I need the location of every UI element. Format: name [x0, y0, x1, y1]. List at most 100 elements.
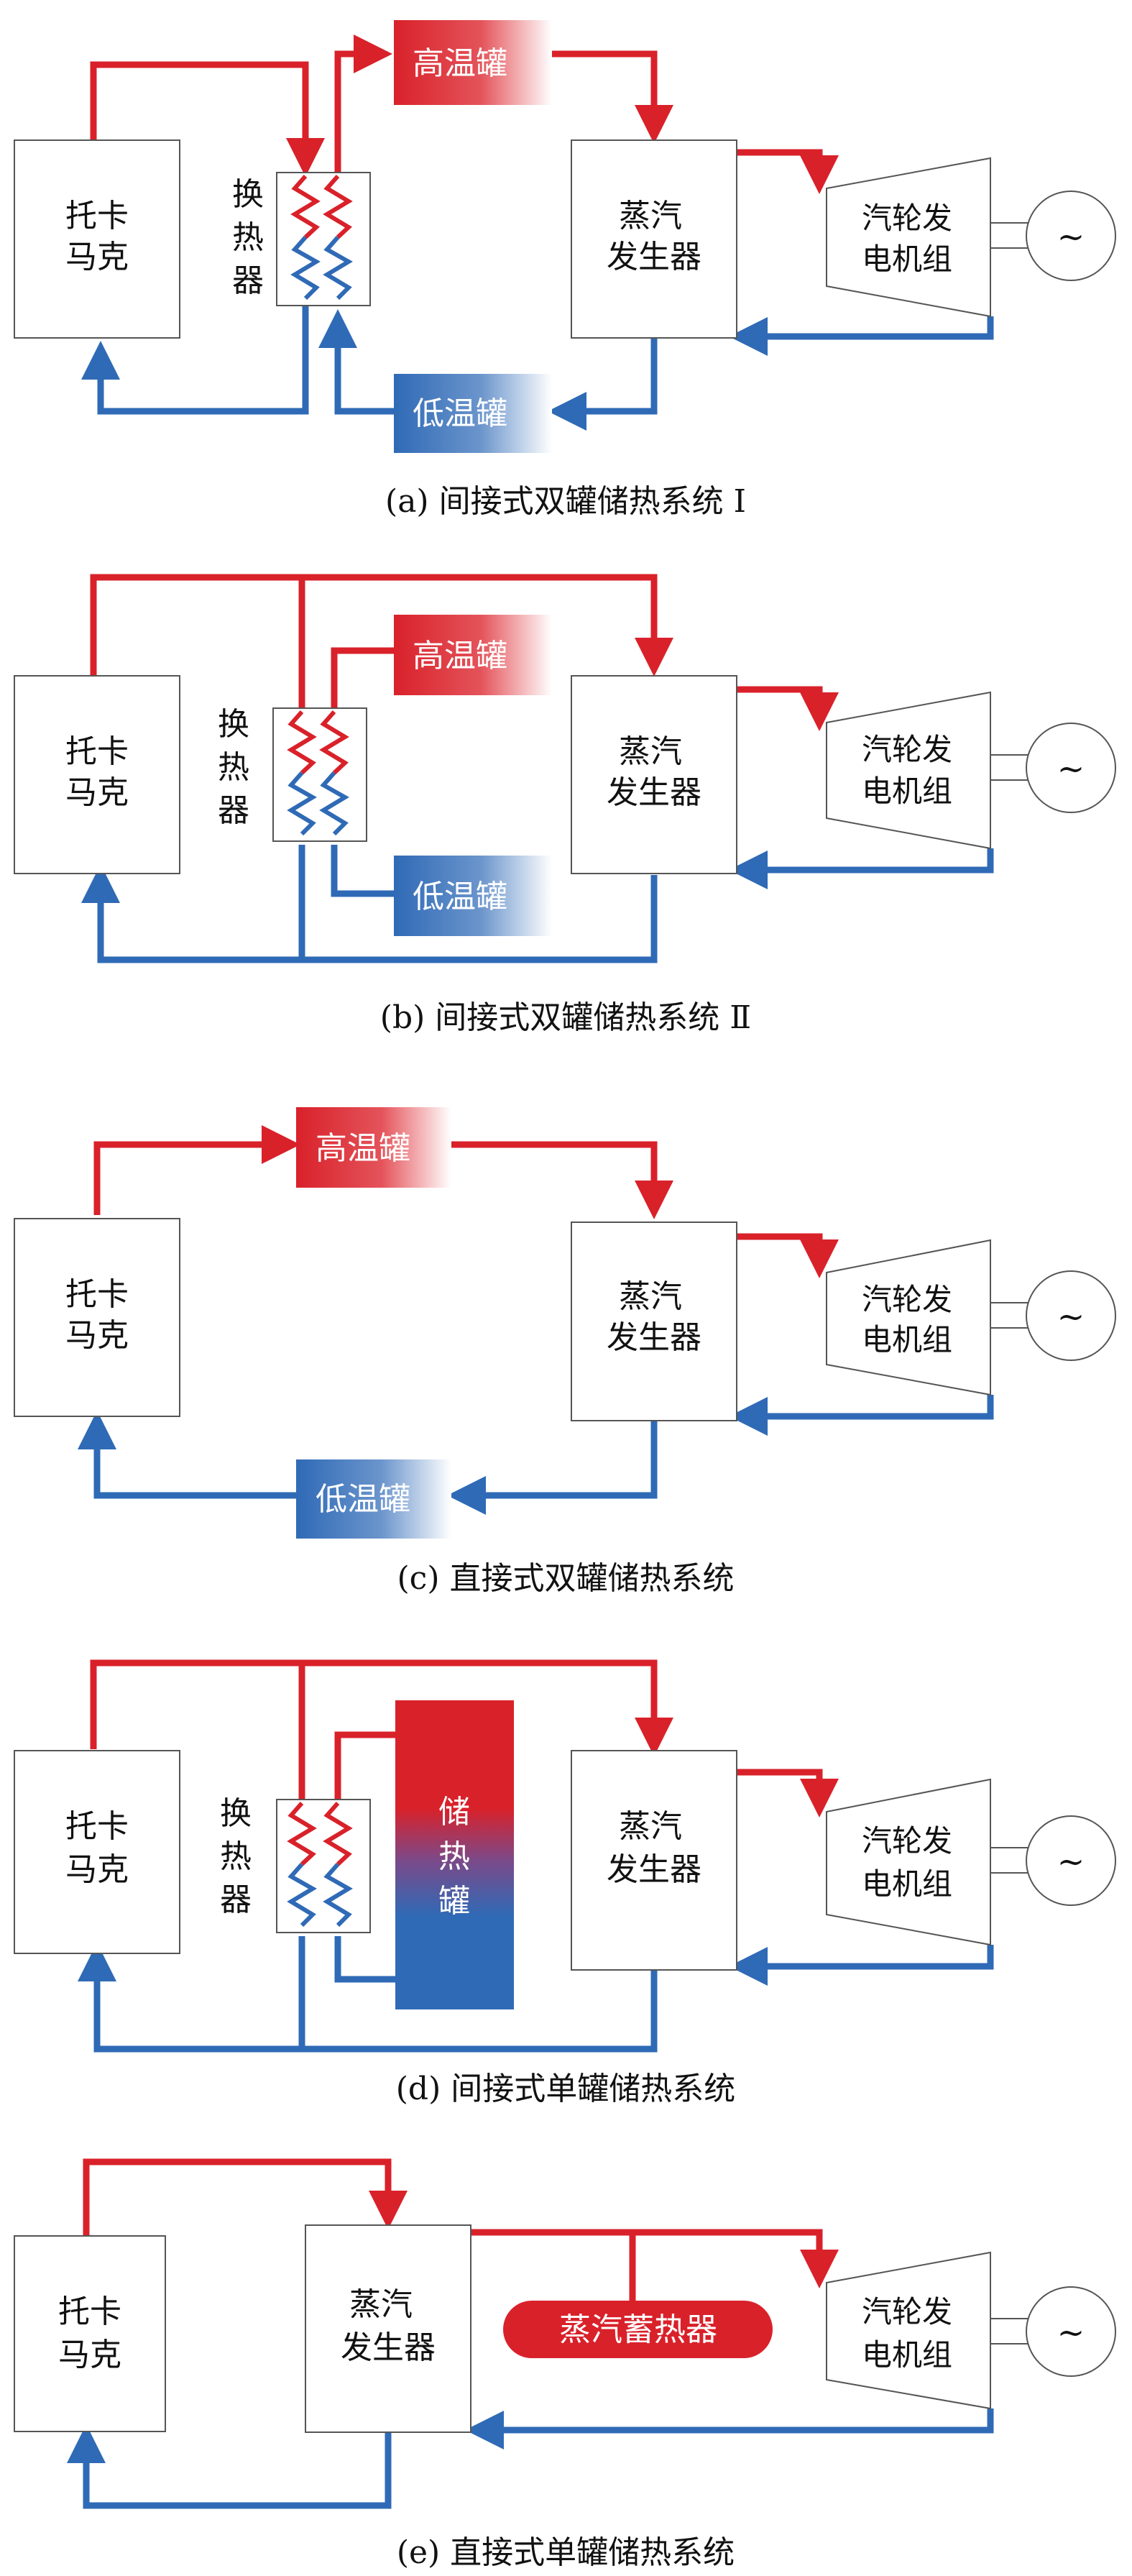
hot-pipe-tokamak-up [90, 574, 673, 677]
tokamak-box [14, 1218, 180, 1417]
hx-label-2: 热 [220, 1838, 252, 1875]
single-tank-label-2: 热 [438, 1838, 470, 1875]
single-tank-label-1: 储 [438, 1794, 470, 1830]
tokamak-label-1: 托卡 [65, 198, 129, 234]
hx-coil-left-hot [287, 1802, 317, 1866]
single-storage-tank [395, 1700, 514, 2009]
tokamak-box [14, 2235, 166, 2432]
turbine-label-1: 汽轮发 [862, 1823, 952, 1858]
heat-exchanger-box [276, 172, 371, 306]
sg-label-1: 蒸汽 [619, 733, 682, 770]
steam-pipe-sg-to-turbine [737, 149, 839, 194]
cold-pipe-turbine-return [465, 2408, 994, 2449]
hot-tank [394, 20, 552, 105]
cold-pipe-sg-to-cold-tank [447, 1421, 658, 1515]
cold-tank-label: 低温罐 [413, 395, 507, 432]
tokamak-label-1: 托卡 [58, 2293, 121, 2330]
hot-pipe-tokamak-to-hot-tank [93, 1125, 300, 1215]
hot-tank-label: 高温罐 [413, 45, 507, 82]
hot-pipe-hx-to-hot-tank [331, 647, 394, 717]
hx-coil-right-hot [323, 175, 353, 239]
hot-pipe-tokamak-to-hx [90, 61, 325, 177]
cold-tank [296, 1459, 451, 1539]
generator-circle [1026, 723, 1116, 813]
hot-pipe-tokamak-to-sg [83, 2158, 408, 2236]
tokamak-label-2: 马克 [65, 774, 129, 811]
cold-pipe-hx-to-tokamak [81, 295, 309, 415]
turbine-trapezoid [826, 1778, 991, 1946]
hx-label-1: 换 [232, 176, 264, 213]
tokamak-label-2: 马克 [58, 2337, 121, 2373]
hot-tank [394, 615, 552, 695]
cold-pipe-turbine-return [729, 1395, 994, 1436]
cold-pipe-cold-tank-to-hx [318, 309, 394, 415]
sg-label-2: 发生器 [607, 239, 701, 275]
tokamak-label-1: 托卡 [65, 1808, 129, 1845]
turbine-label-1: 汽轮发 [862, 732, 952, 767]
sg-label-2: 发生器 [607, 774, 701, 811]
steam-pipe-sg-to-turbine [471, 2229, 839, 2288]
cold-pipe-sg-return [78, 1943, 658, 2053]
cold-tank [394, 856, 552, 936]
generator-symbol: ~ [1057, 749, 1085, 788]
generator-circle [1026, 1815, 1116, 1906]
diagram-b: 托卡 马克 换 热 器 高温罐 低温罐 蒸汽 发生器 汽轮发 电机组 ~ (b)… [14, 574, 1116, 1036]
hot-pipe-tokamak-up [90, 1659, 673, 1756]
diagram-c: 高温罐 低温罐 托卡 马克 蒸汽 发生器 汽轮发 电机组 ~ (c) 直接式双罐… [14, 1107, 1116, 1597]
hx-label-2: 热 [232, 219, 264, 256]
hot-tank [296, 1107, 451, 1188]
diagram-d: 托卡 马克 换 热 器 储 热 罐 蒸汽 发生器 汽轮发 电机组 ~ (d) 间… [14, 1659, 1116, 2107]
turbine-label-2: 电机组 [862, 774, 952, 809]
cold-pipe-sg-to-tokamak [67, 2424, 392, 2509]
tokamak-label-2: 马克 [65, 239, 129, 275]
generator-circle [1026, 1270, 1116, 1361]
turbine-label-2: 电机组 [862, 2337, 952, 2373]
cold-pipe-turbine-return [729, 1945, 994, 1986]
hot-tank-label: 高温罐 [316, 1130, 410, 1167]
tokamak-label-1: 托卡 [65, 733, 129, 770]
steam-pipe-sg-to-turbine [737, 1233, 839, 1278]
caption-b: (b) 间接式双罐储热系统 Ⅱ [380, 999, 751, 1036]
hx-coil-right-cold [323, 1863, 353, 1928]
tokamak-box [14, 1750, 180, 1954]
diagram-e: 托卡 马克 蒸汽 发生器 蒸汽蓄热器 汽轮发 电机组 ~ (e) 直接式单罐储热… [14, 2158, 1116, 2571]
hx-label-2: 热 [218, 749, 249, 786]
generator-symbol: ~ [1057, 1297, 1085, 1336]
turbine-label-1: 汽轮发 [862, 201, 952, 236]
sg-label-2: 发生器 [341, 2329, 436, 2366]
tokamak-box [14, 675, 180, 874]
sg-label-2: 发生器 [607, 1851, 701, 1888]
steam-generator-box [571, 675, 737, 874]
cold-pipe-sg-return [81, 864, 658, 963]
generator-circle [1026, 191, 1116, 281]
hot-pipe-hot-tank-to-sg [552, 50, 673, 144]
cold-pipe-hx-to-cold-tank [331, 845, 394, 897]
hx-coil-right-hot [323, 1802, 353, 1866]
sg-label-2: 发生器 [607, 1319, 701, 1356]
hx-coil-left-cold [287, 771, 317, 836]
cold-pipe-sg-to-cold-tank [548, 338, 658, 431]
tokamak-label-1: 托卡 [65, 1276, 129, 1313]
hx-coil-right-cold [319, 771, 349, 836]
hot-pipe-hot-tank-to-sg [451, 1141, 673, 1219]
hot-tank-label: 高温罐 [413, 638, 507, 674]
hx-coil-left-hot [290, 175, 321, 239]
heat-exchanger-box [272, 707, 367, 842]
cold-tank [394, 374, 552, 453]
diagram-a: 托卡 马克 换 热 器 高温罐 低温罐 蒸汽 发生器 汽轮发 电机组 ~ (a)… [14, 20, 1116, 520]
sg-label-1: 蒸汽 [619, 1808, 682, 1845]
sg-label-1: 蒸汽 [619, 198, 682, 234]
tokamak-label-2: 马克 [65, 1317, 129, 1354]
generator-symbol: ~ [1057, 217, 1085, 256]
cold-pipe-hx-to-tank [334, 1936, 395, 1983]
hx-coil-left-cold [287, 1863, 317, 1928]
hx-coil-left-hot [287, 710, 317, 775]
turbine-trapezoid [826, 1239, 991, 1396]
turbine-label-2: 电机组 [862, 1866, 952, 1902]
cold-pipe-turbine-return [729, 316, 994, 356]
tokamak-box [14, 139, 180, 339]
hot-pipe-hx-to-hot-tank [334, 35, 392, 173]
hx-label-3: 器 [232, 262, 264, 299]
steam-pipe-sg-to-turbine [737, 686, 839, 731]
